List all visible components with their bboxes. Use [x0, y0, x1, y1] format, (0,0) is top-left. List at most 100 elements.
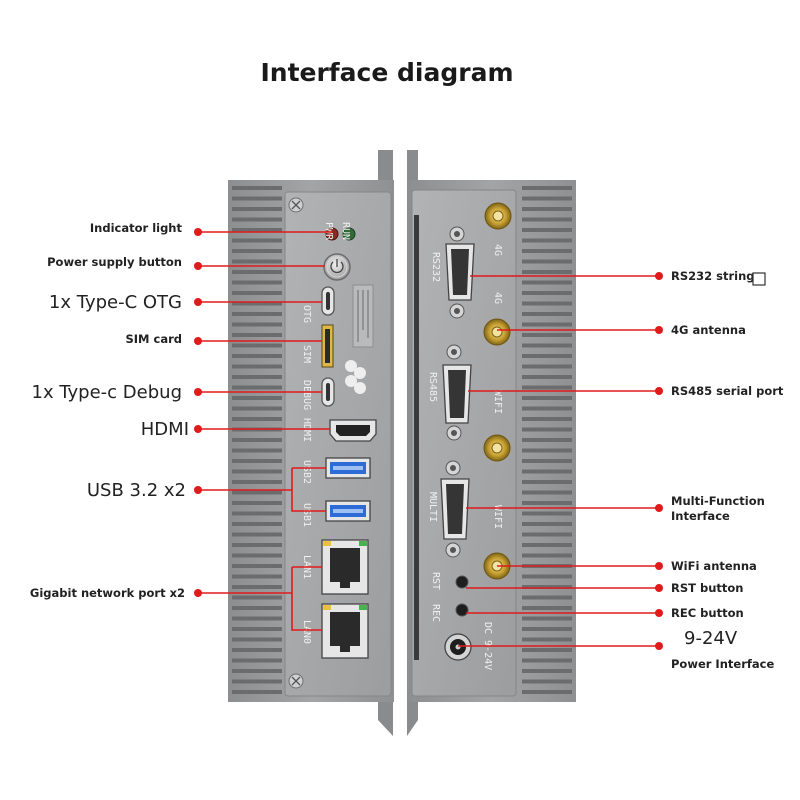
callout-multi-function-2: Interface [671, 509, 730, 523]
sim-card-slot-inner [325, 329, 330, 363]
heatsink-fin [232, 532, 282, 537]
heatsink-fin [522, 469, 572, 474]
heatsink-fin [232, 301, 282, 306]
heatsink-fin [522, 532, 572, 537]
heatsink-fin [522, 448, 572, 453]
power-button[interactable] [323, 253, 351, 281]
antenna-4g-top-icon[interactable] [484, 202, 512, 230]
heatsink-fin [522, 396, 572, 400]
dc-power-jack[interactable] [444, 633, 472, 661]
debug-label: DEBUG [301, 380, 312, 410]
typec-debug-slot [326, 383, 330, 401]
heatsink-fin [232, 648, 282, 652]
heatsink-fin [232, 186, 282, 190]
heatsink-fin [232, 595, 282, 600]
otg-label: OTG [301, 305, 312, 323]
heatsink-fin [232, 438, 282, 442]
callout-typec-debug: 1x Type-c Debug [32, 382, 182, 403]
callout-gigabit-lan: Gigabit network port x2 [30, 586, 185, 600]
heatsink-fin [232, 469, 282, 474]
heatsink-fin [232, 501, 282, 505]
heatsink-fin [232, 690, 282, 694]
heatsink-fin [232, 606, 282, 610]
callout-hdmi: HDMI [141, 419, 189, 440]
callout-rs232: RS232 string [671, 269, 755, 283]
callout-power-interface: Power Interface [671, 657, 774, 671]
heatsink-fin [522, 679, 572, 684]
pwr-led-icon [325, 227, 339, 241]
rec-button[interactable] [455, 603, 469, 617]
heatsink-fin [522, 490, 572, 495]
multi-function-port[interactable] [440, 460, 470, 558]
heatsink-fin [522, 585, 572, 589]
lan0-label: LAN0 [301, 620, 312, 644]
heatsink-fin [522, 301, 572, 306]
heatsink-fin [522, 669, 572, 673]
heatsink-fin [232, 480, 282, 484]
heatsink-fin [232, 448, 282, 453]
antenna-4g-icon[interactable] [483, 318, 511, 346]
heatsink-fin [522, 249, 572, 253]
callout-rst-button: RST button [671, 581, 744, 595]
heatsink-fin [522, 637, 572, 642]
ant1-label: 4G [492, 244, 503, 256]
heatsink-fin [522, 480, 572, 484]
rst-button[interactable] [455, 575, 469, 589]
callout-usb: USB 3.2 x2 [87, 480, 186, 501]
callout-typec-otg: 1x Type-C OTG [49, 292, 182, 313]
usb1-port[interactable] [325, 500, 371, 522]
heatsink-fin [522, 217, 572, 222]
run-led-icon [342, 227, 356, 241]
heatsink-fin [522, 270, 572, 274]
power-icon [330, 259, 344, 274]
lan1-port[interactable] [321, 539, 369, 595]
rear-rail [414, 215, 419, 660]
screw-icon [288, 673, 304, 689]
heatsink-fin [232, 417, 282, 421]
diagram-title: Interface diagram [260, 58, 513, 87]
heatsink-fin [232, 564, 282, 568]
heatsink-fin [522, 459, 572, 463]
heatsink-fin [232, 637, 282, 642]
heatsink-fin [522, 333, 572, 337]
front-heatsink-fins [232, 186, 282, 694]
heatsink-fin [232, 511, 282, 516]
rs485-label: RS485 [427, 372, 438, 402]
heatsink-fin [522, 501, 572, 505]
rec-label: REC [430, 604, 441, 622]
checkbox-icon [752, 272, 766, 286]
heatsink-fin [232, 553, 282, 558]
heatsink-fin [522, 354, 572, 358]
heatsink-fin [232, 249, 282, 253]
typec-otg-slot [326, 292, 330, 310]
heatsink-fin [522, 690, 572, 694]
antenna-wifi-top-icon[interactable] [483, 434, 511, 462]
heatsink-fin [232, 207, 282, 211]
heatsink-fin [522, 291, 572, 295]
rs485-port[interactable] [442, 344, 472, 441]
heatsink-fin [232, 364, 282, 369]
heatsink-fin [522, 375, 572, 379]
heatsink-fin [522, 280, 572, 285]
ant2-label: 4G [492, 292, 503, 304]
rs232-port[interactable] [445, 226, 475, 319]
heatsink-fin [232, 669, 282, 673]
heatsink-fin [232, 490, 282, 495]
heatsink-fin [522, 364, 572, 369]
usb2-port[interactable] [325, 457, 371, 479]
heatsink-fin [232, 627, 282, 631]
heatsink-fin [522, 606, 572, 610]
heatsink-fin [232, 238, 282, 243]
heatsink-fin [232, 280, 282, 285]
heatsink-fin [522, 648, 572, 652]
heatsink-fin [232, 406, 282, 411]
heatsink-fin [522, 322, 572, 327]
heatsink-fin [522, 595, 572, 600]
heatsink-fin [232, 616, 282, 621]
callout-wifi-antenna: WiFi antenna [671, 559, 757, 573]
sim-label: SIM [301, 345, 312, 363]
lan0-port[interactable] [321, 603, 369, 659]
usb1-label: USB1 [301, 503, 312, 527]
hdmi-port[interactable] [329, 419, 377, 442]
heatsink-fin [232, 679, 282, 684]
